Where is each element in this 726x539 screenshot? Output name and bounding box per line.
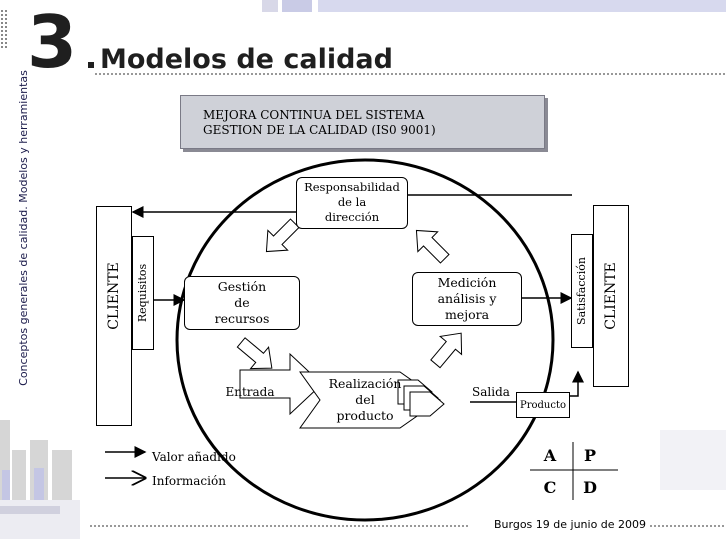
- cycle-arrow-realization-to-measurement: [430, 332, 463, 369]
- title-banner: MEJORA CONTINUA DEL SISTEMA GESTION DE L…: [180, 95, 545, 149]
- responsibility-node: [296, 177, 408, 229]
- banner-line-2: GESTION DE LA CALIDAD (IS0 9001): [203, 123, 436, 137]
- measurement-text: Medición análisis y mejora: [437, 275, 497, 322]
- page-title: Modelos de calidad: [100, 44, 393, 75]
- measurement-node: [412, 272, 522, 326]
- realization-text: Realización del producto: [328, 376, 402, 423]
- client-left-box: [96, 206, 132, 426]
- satisfaction-label: Satisfacción: [575, 257, 588, 325]
- title-dot: [88, 62, 94, 68]
- footer-date: Burgos 19 de junio de 2009: [494, 518, 647, 531]
- section-number: 3: [27, 0, 78, 84]
- pdca-p: P: [583, 446, 597, 465]
- output-label: Salida: [472, 385, 510, 399]
- product-box: [516, 392, 570, 418]
- legend-value-added-label: Valor añadido: [152, 450, 236, 464]
- requirements-label: Requisitos: [136, 263, 149, 323]
- satisfaction-box: [571, 234, 593, 348]
- cycle-arrow-measurement-to-responsibility: [415, 229, 450, 264]
- client-right-label: CLIENTE: [603, 262, 619, 330]
- resources-node: [184, 276, 300, 330]
- client-right-box: [593, 205, 629, 387]
- client-left-label: CLIENTE: [106, 262, 122, 330]
- process-ellipse: [175, 158, 555, 522]
- banner-line-1: MEJORA CONTINUA DEL SISTEMA: [203, 108, 425, 122]
- output-stacked-arrows: [397, 379, 445, 417]
- pdca-d: D: [583, 478, 597, 497]
- product-label: Producto: [519, 400, 566, 411]
- cycle-arrow-resources-to-realization: [236, 337, 273, 370]
- input-label: Entrada: [225, 385, 275, 399]
- pdca-a: A: [543, 446, 557, 465]
- requirements-box: [132, 236, 154, 350]
- resources-text: Gestión de recursos: [214, 279, 270, 326]
- responsibility-text: Responsabilidad de la dirección: [304, 180, 400, 224]
- cycle-arrow-responsibility-to-resources: [265, 218, 300, 253]
- input-flow-arrow: [239, 352, 323, 416]
- legend-information-label: Información: [152, 474, 226, 488]
- pdca-c: C: [543, 478, 557, 497]
